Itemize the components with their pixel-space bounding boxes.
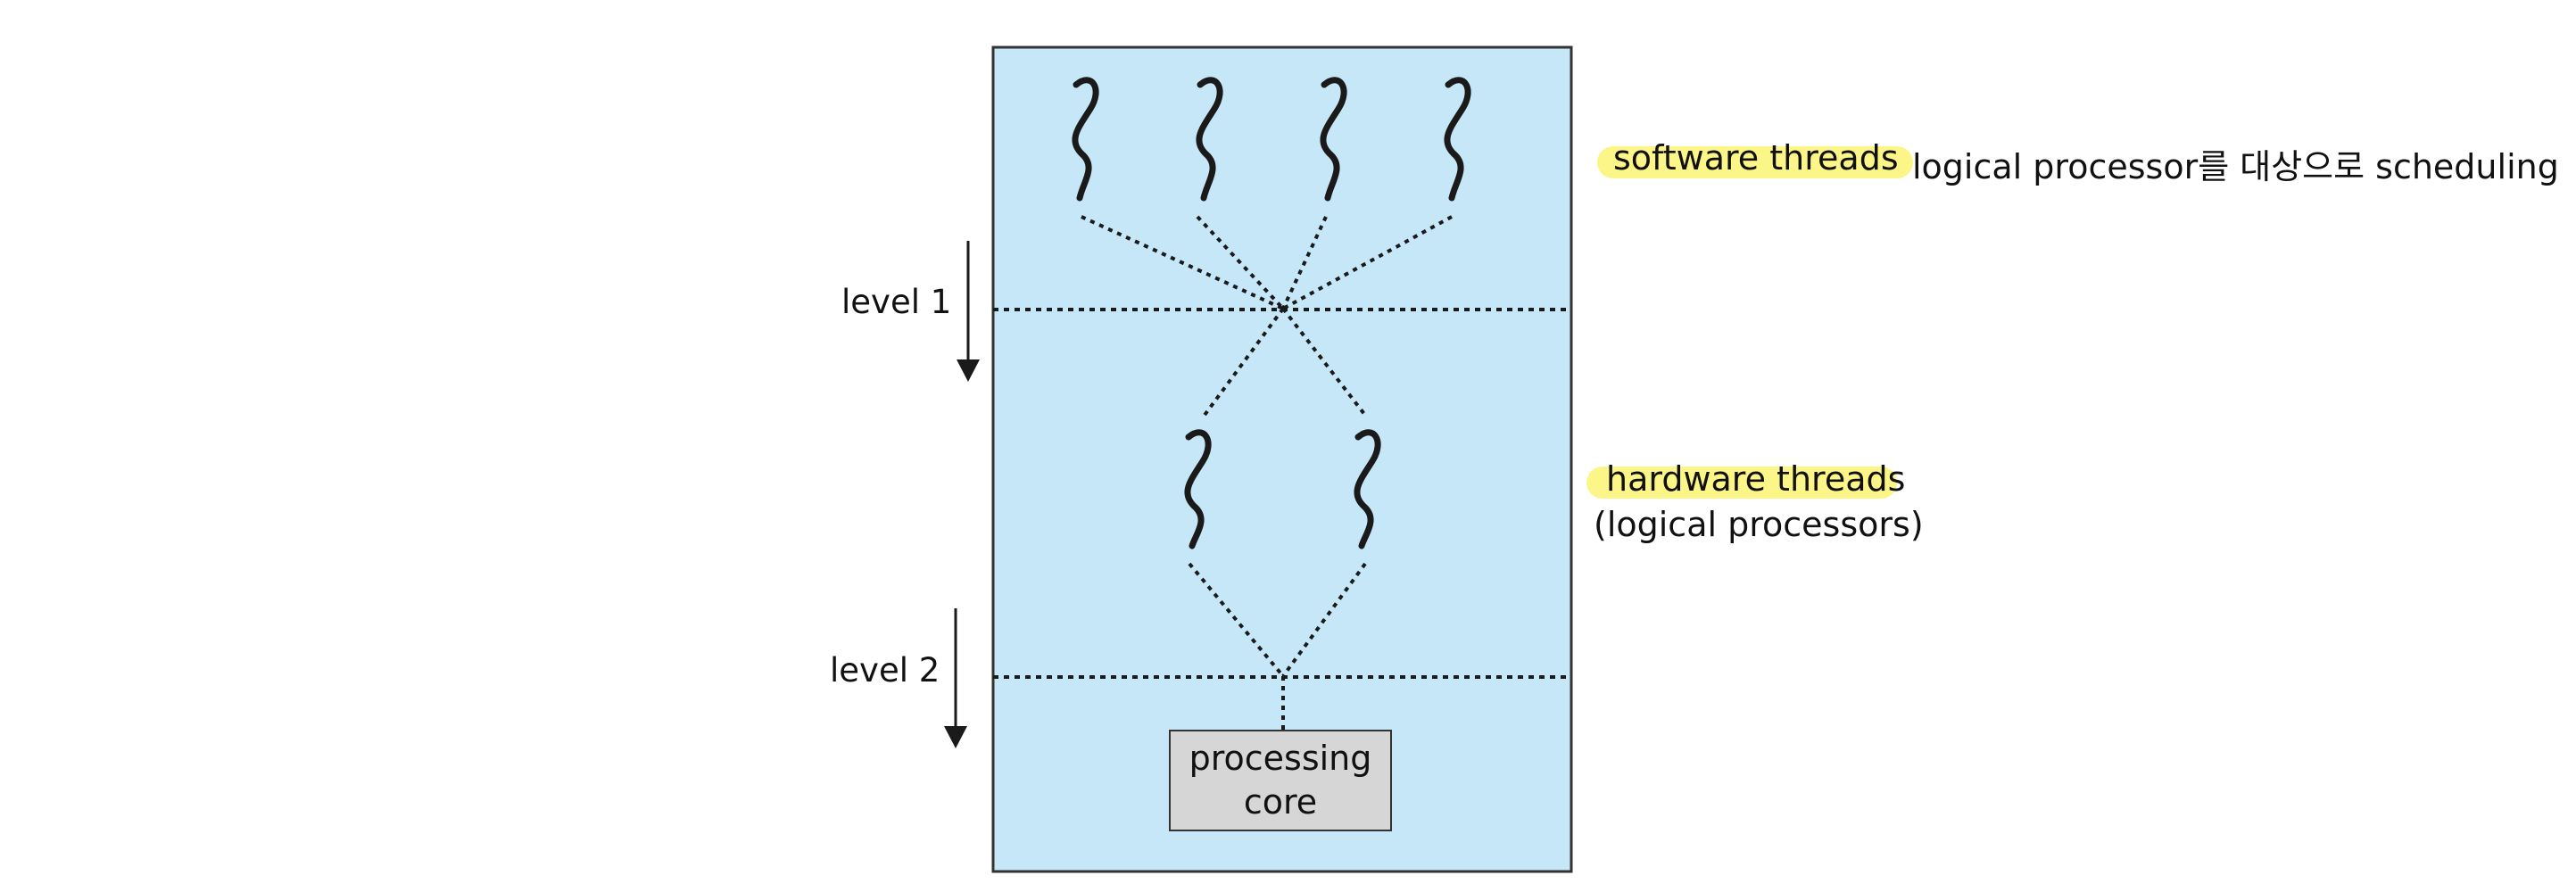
connector-line [1201, 307, 1285, 419]
connector-line [1081, 215, 1284, 310]
level1-arrowhead-icon [957, 359, 980, 382]
software-threads-highlight [1597, 146, 1913, 178]
level2-label: level 2 [830, 651, 940, 690]
level1-label: level 1 [841, 283, 952, 321]
connector-line [1188, 562, 1285, 678]
software-threads-label: software threads [1613, 138, 1899, 178]
core-label-line2: core [1243, 782, 1318, 822]
connector-line [1281, 562, 1367, 678]
connector-line [1196, 215, 1285, 310]
hardware-thread-icon [1354, 429, 1381, 549]
level2-arrowhead-icon [944, 726, 967, 748]
software-thread-icon [1444, 77, 1471, 202]
connector-line [1281, 307, 1369, 419]
processing-core-box: processing core [1169, 730, 1392, 831]
software-thread-icon [1196, 77, 1223, 202]
scheduling-note: logical processor를 대상으로 scheduling [1912, 147, 2559, 186]
hardware-threads-label: hardware threads [1606, 459, 1906, 499]
connector-line [1282, 215, 1453, 310]
hardware-threads-highlight [1586, 467, 1897, 499]
software-thread-icon [1072, 77, 1099, 202]
connector-line [1281, 216, 1328, 310]
software-thread-icon [1320, 77, 1347, 202]
hardware-thread-icon [1184, 429, 1212, 549]
core-label-line1: processing [1189, 739, 1372, 779]
logical-processors-label: (logical processors) [1594, 505, 1924, 544]
